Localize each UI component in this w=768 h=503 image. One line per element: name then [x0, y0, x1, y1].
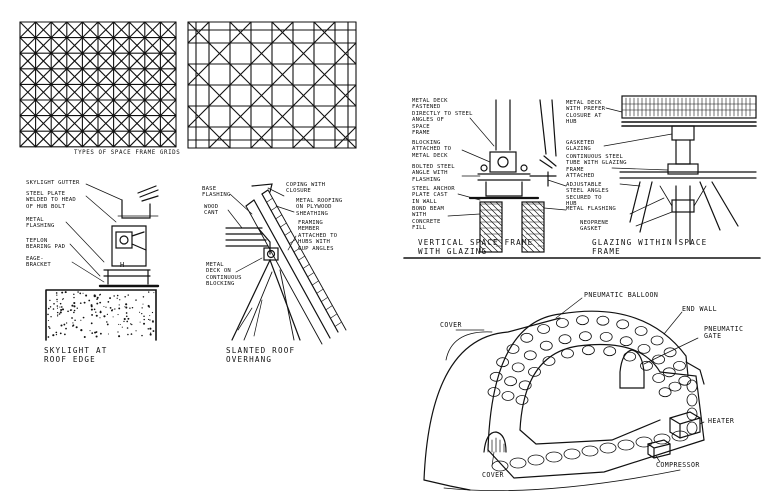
- pneumatic-structure-drawing: [423, 297, 705, 492]
- label-metal-deck-closure: METAL DECK WITH PREFER CLOSURE AT HUB: [566, 100, 606, 126]
- space-frame-grid-offset-diagonal: [187, 21, 357, 149]
- label-anchor-plate: STEEL ANCHOR PLATE CAST IN WALL: [412, 186, 455, 205]
- label-skylight-gutter: SKYLIGHT GUTTER: [26, 180, 80, 186]
- label-neoprene-gasket: NEOPRENE GASKET: [580, 220, 609, 233]
- label-coping: COPING WITH CLOSURE: [286, 182, 326, 195]
- label-pneumatic-balloon: PNEUMATIC BALLOON: [584, 291, 659, 299]
- grid-types-caption: TYPES OF SPACE FRAME GRIDS: [74, 150, 181, 156]
- label-metal-deck: METAL DECK ON CONTINUOUS BLOCKING: [206, 262, 242, 288]
- caption-glazing: GLAZING WITHIN SPACE FRAME: [592, 238, 708, 256]
- label-metal-roofing: METAL ROOFING ON PLYWOOD SHEATHING: [296, 198, 343, 217]
- space-frame-grid-square-diagonal: [19, 21, 177, 148]
- label-base-flashing: BASE FLASHING: [202, 186, 231, 199]
- caption-slanted: SLANTED ROOF OVERHANG: [226, 346, 296, 364]
- label-teflon-pad: TEFLON BEARING PAD: [26, 238, 66, 251]
- skylight-detail-drawing: [45, 183, 160, 341]
- label-blocking: BLOCKING ATTACHED TO METAL DECK: [412, 140, 452, 159]
- label-h-mark: H: [120, 261, 125, 269]
- label-bolted-angle: BOLTED STEEL ANGLE WITH FLASHING: [412, 164, 455, 183]
- label-cover-top: COVER: [440, 321, 462, 329]
- label-end-wall: END WALL: [682, 305, 717, 313]
- label-metal-flashing: METAL FLASHING: [26, 217, 55, 230]
- metal-deck-hatch: [621, 97, 757, 117]
- label-steel-plate: STEEL PLATE WELDED TO HEAD OF HUB BOLT: [26, 191, 76, 210]
- caption-vertical: VERTICAL SPACE FRAME WITH GLAZING: [418, 238, 534, 256]
- label-framing-member: FRAMING MEMBER ATTACHED TO HUBS WITH CUP…: [298, 220, 338, 252]
- label-bond-beam: BOND BEAM WITH CONCRETE FILL: [412, 206, 445, 232]
- label-cover-bottom: COVER: [482, 471, 504, 479]
- label-gasketed-glazing: GASKETED GLAZING: [566, 140, 595, 153]
- caption-skylight: SKYLIGHT AT ROOF EDGE: [44, 346, 108, 364]
- roof-slab-hatch: [261, 189, 342, 327]
- label-pneumatic-gate: PNEUMATIC GATE: [704, 325, 744, 340]
- label-compressor: COMPRESSOR: [656, 461, 700, 469]
- label-adjustable-angles: ADJUSTABLE STEEL ANGLES SECURED TO HUB: [566, 182, 609, 208]
- vertical-frame-drawing: [403, 99, 761, 259]
- label-continuous-tube: CONTINUOUS STEEL TUBE WITH GLAZING FRAME…: [566, 154, 627, 180]
- label-heater: HEATER: [708, 417, 735, 425]
- label-metal-flashing-2: METAL FLASHING: [566, 206, 616, 212]
- label-wood-cant: WOOD CANT: [204, 204, 219, 217]
- label-metal-deck-fastened: METAL DECK FASTENED DIRECTLY TO STEEL AN…: [412, 98, 473, 137]
- concrete-stipple: [47, 291, 155, 338]
- label-edge-bracket: EAGE- BRACKET: [26, 256, 51, 269]
- pneumatic-balloon-cells: [487, 315, 698, 472]
- glazing-frame-drawing: [603, 95, 757, 245]
- bond-beam-crosshatch: [479, 201, 545, 253]
- slanted-roof-drawing: [225, 183, 347, 345]
